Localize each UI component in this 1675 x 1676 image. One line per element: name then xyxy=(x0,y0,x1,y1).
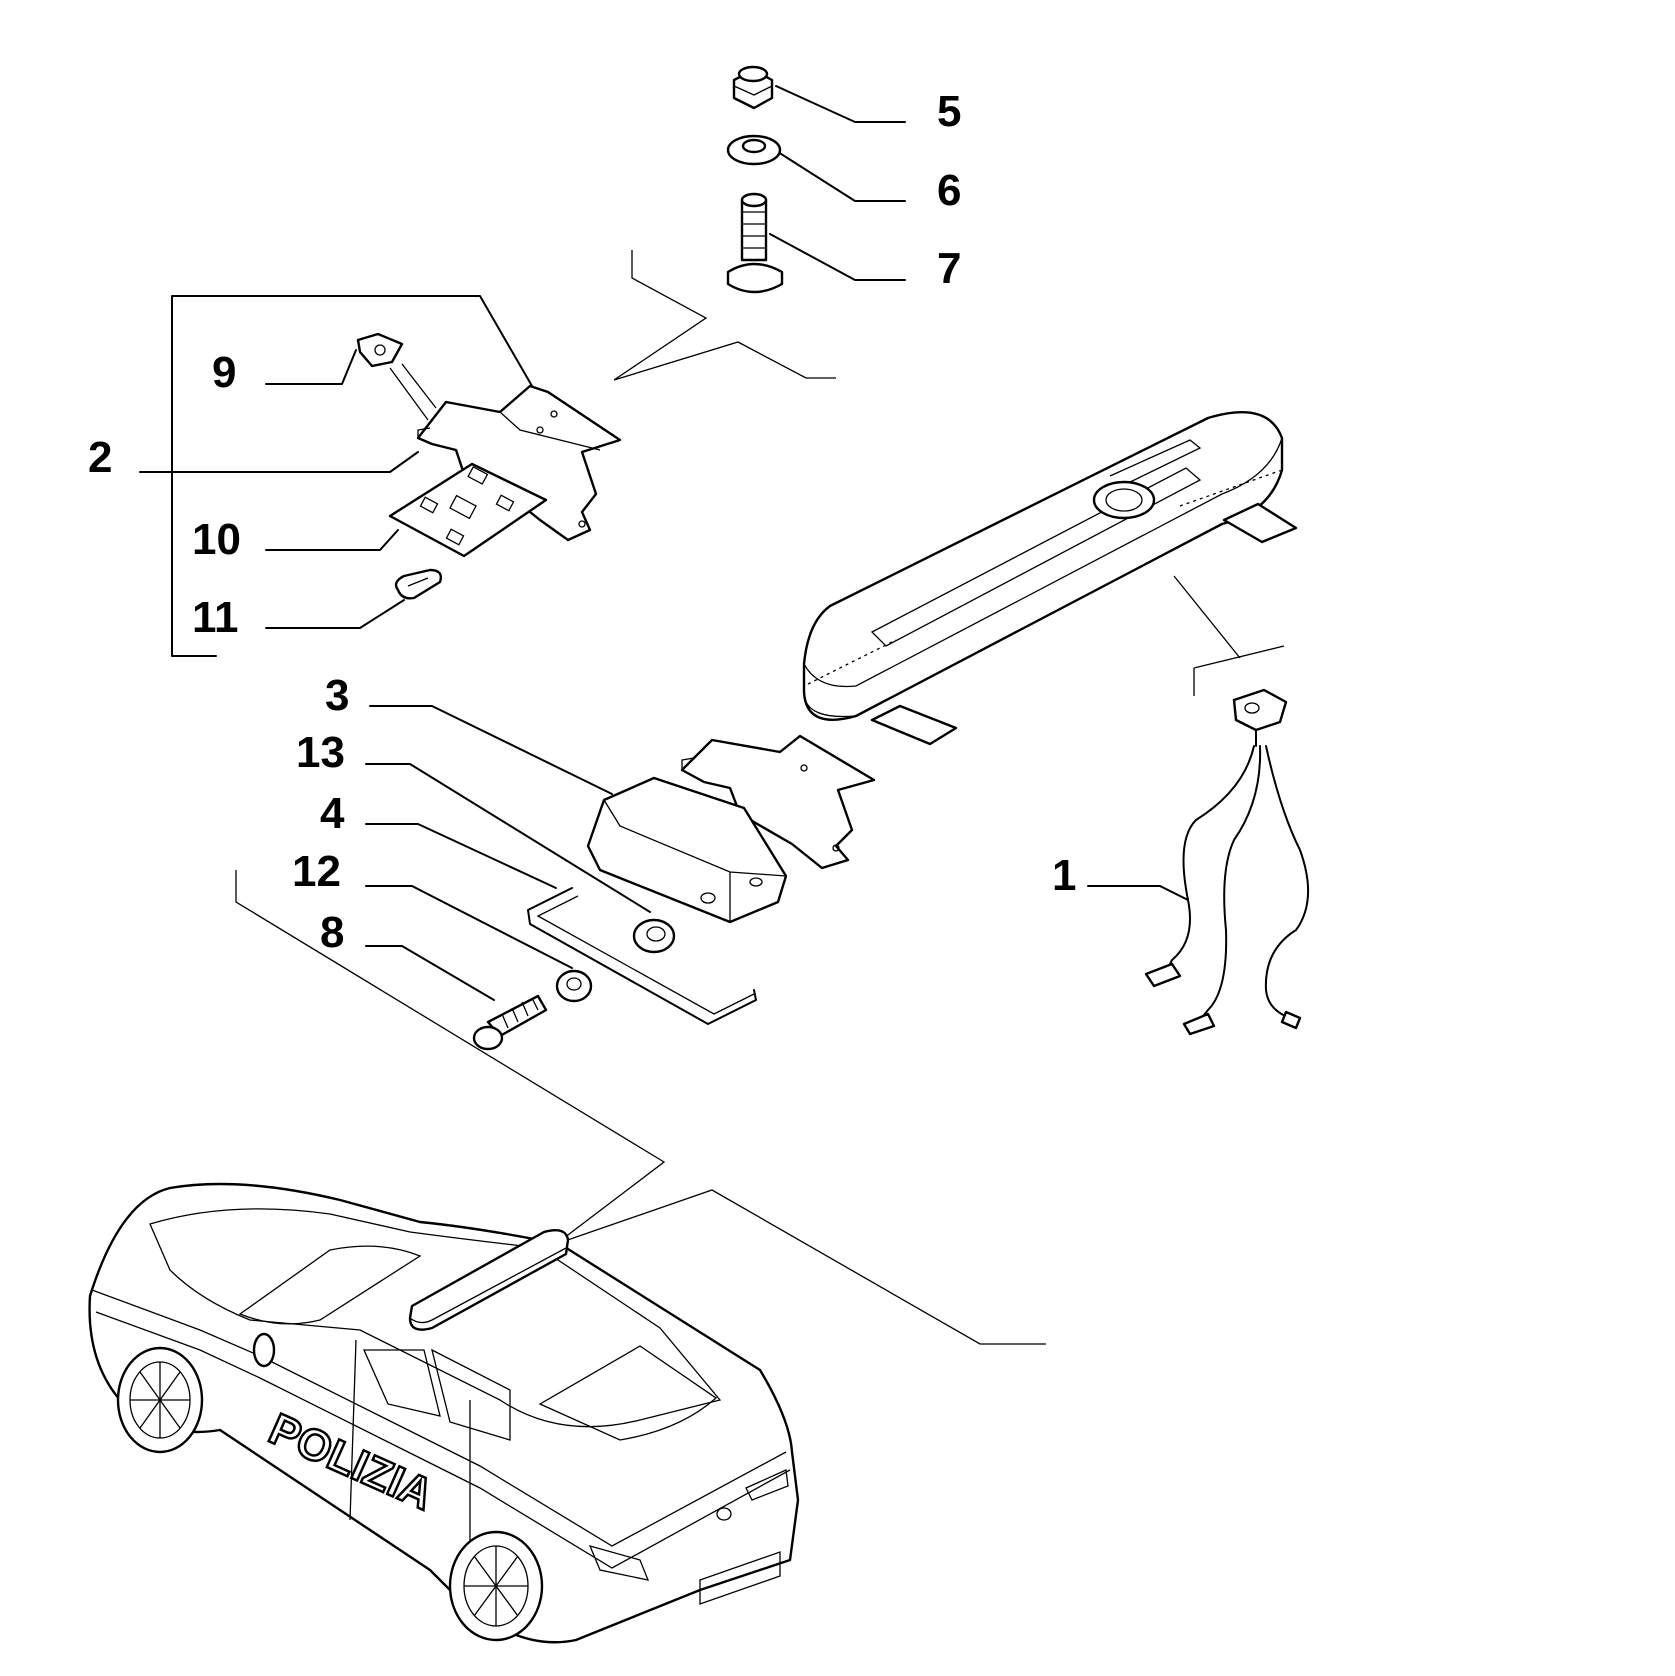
leader-12 xyxy=(365,885,573,969)
light-bar-mount-bracket xyxy=(680,734,876,870)
callout-11: 11 xyxy=(192,593,239,642)
part-11-clip xyxy=(394,568,443,600)
leader-3 xyxy=(369,705,613,795)
car-door-lines xyxy=(349,1339,471,1560)
car-badge xyxy=(716,1507,732,1521)
car-tail-light-left xyxy=(588,1545,650,1581)
part-1-wiring-harness xyxy=(1144,688,1309,1036)
part-10-adhesive-pad xyxy=(388,462,548,558)
callout-5: 5 xyxy=(937,87,961,136)
guide-car-right xyxy=(555,1189,1046,1345)
leader-1 xyxy=(1087,885,1189,901)
guide-connector xyxy=(1173,575,1285,696)
car-roof-light-bar xyxy=(408,1229,570,1331)
car-plate xyxy=(699,1551,781,1605)
part-4-wire-rod xyxy=(527,887,757,1025)
callout-13: 13 xyxy=(296,728,345,777)
callout-4: 4 xyxy=(320,789,345,838)
part-7-bolt xyxy=(726,192,784,294)
part-12-washer xyxy=(555,969,593,1003)
leader-7 xyxy=(769,233,906,281)
car-stripe-lower xyxy=(95,1311,791,1569)
car-roof xyxy=(149,1208,722,1428)
callout-6: 6 xyxy=(937,166,961,215)
callout-3: 3 xyxy=(325,671,349,720)
car-rear-window xyxy=(538,1345,718,1441)
part-8-screw xyxy=(472,994,548,1051)
police-car-illustration: POLIZIA xyxy=(88,1182,800,1644)
part-9-clip-nut xyxy=(356,332,404,368)
group-bracket xyxy=(171,295,533,657)
car-mirror xyxy=(252,1332,276,1368)
part-6-washer xyxy=(726,134,782,166)
leader-2 xyxy=(139,451,419,473)
callout-7: 7 xyxy=(937,244,961,293)
part-3-housing xyxy=(586,776,788,924)
guide-car-left xyxy=(235,870,666,1245)
guide-bracket-to-bar xyxy=(613,250,836,381)
leader-6 xyxy=(777,151,906,202)
leader-13 xyxy=(365,763,651,913)
leader-lines xyxy=(139,85,1189,1001)
callout-2: 2 xyxy=(88,433,112,482)
leader-9 xyxy=(265,349,357,385)
car-rear-wheel xyxy=(448,1530,544,1642)
car-windshield xyxy=(238,1245,422,1325)
callout-9: 9 xyxy=(212,348,236,397)
callout-8: 8 xyxy=(320,908,344,957)
callout-1: 1 xyxy=(1052,851,1076,900)
leader-11 xyxy=(265,599,405,629)
car-stripe xyxy=(91,1289,787,1547)
car-front-wheel xyxy=(116,1346,204,1454)
leader-10 xyxy=(265,529,399,551)
callout-labels: 5 6 7 9 2 10 11 3 13 4 12 8 1 xyxy=(88,87,1076,957)
callout-12: 12 xyxy=(292,847,341,896)
car-tail-light-right xyxy=(745,1469,789,1501)
callout-10: 10 xyxy=(192,515,241,564)
light-bar xyxy=(802,411,1298,746)
guide-clip9 xyxy=(389,363,437,421)
car-side-window-front xyxy=(362,1349,441,1417)
part-13-grommet xyxy=(632,918,676,954)
leader-5 xyxy=(775,85,906,123)
leader-4 xyxy=(365,823,557,889)
car-side-window-rear xyxy=(431,1348,511,1441)
explosion-guides xyxy=(235,250,1285,1345)
leader-8 xyxy=(365,945,495,1001)
part-5-nut xyxy=(732,65,774,110)
